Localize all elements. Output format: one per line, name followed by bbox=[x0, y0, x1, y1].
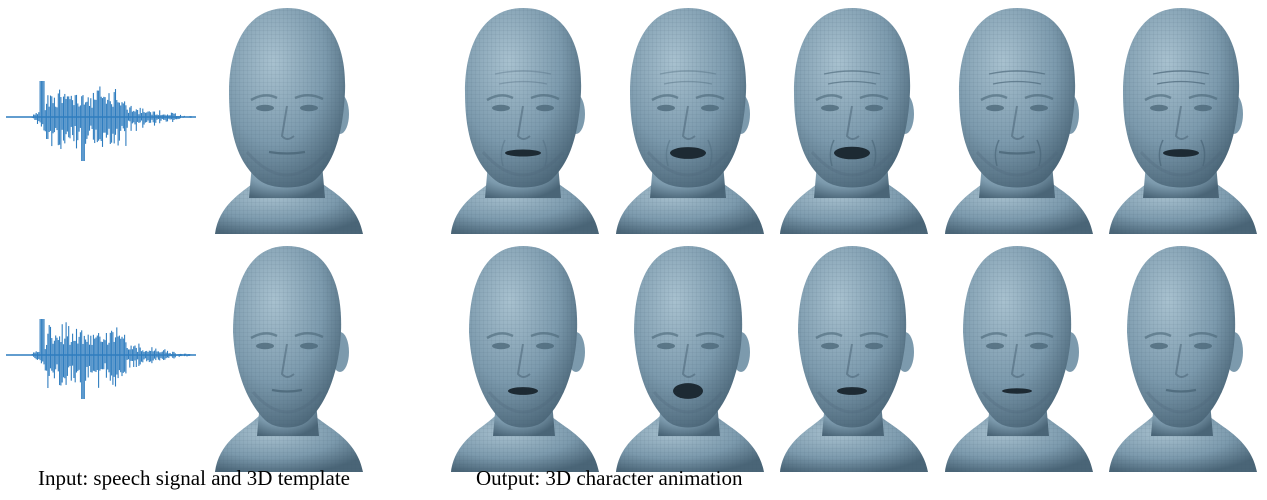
output-head-frame-4 bbox=[937, 240, 1097, 472]
speech-waveform-icon bbox=[6, 310, 196, 400]
output-head-frame-5 bbox=[1101, 2, 1261, 234]
template-head bbox=[207, 2, 367, 234]
output-head-frame-4 bbox=[937, 2, 1097, 234]
output-head-frame-1 bbox=[443, 2, 603, 234]
speech-waveform-icon bbox=[6, 72, 196, 162]
output-caption: Output: 3D character animation bbox=[476, 466, 743, 491]
template-head bbox=[207, 240, 367, 472]
animation-row-1 bbox=[0, 2, 1267, 232]
output-head-frame-2 bbox=[608, 2, 768, 234]
output-head-frame-3 bbox=[772, 240, 932, 472]
output-head-frame-2 bbox=[608, 240, 768, 472]
output-head-frame-3 bbox=[772, 2, 932, 234]
input-caption: Input: speech signal and 3D template bbox=[38, 466, 350, 491]
output-head-frame-5 bbox=[1101, 240, 1261, 472]
animation-row-2 bbox=[0, 240, 1267, 470]
output-head-frame-1 bbox=[443, 240, 603, 472]
